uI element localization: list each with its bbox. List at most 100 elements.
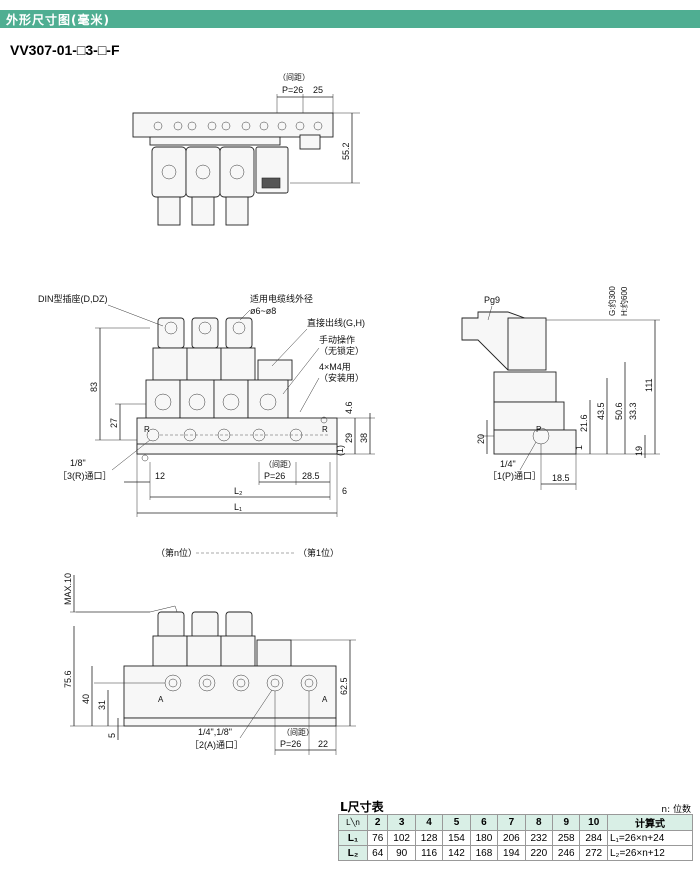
table-cell: 194 bbox=[497, 845, 526, 861]
top-dim-55-2: 55.2 bbox=[341, 142, 351, 160]
l-table-header-cell: 2 bbox=[366, 814, 389, 831]
cable-label: 适用电缆线外径 bbox=[250, 293, 313, 304]
table-row: L₂ 64 90 116 142 168 194 220 246 272 L₂=… bbox=[338, 845, 693, 861]
row-label: L₂ bbox=[338, 845, 368, 861]
front-pitch: P=26 bbox=[264, 471, 285, 481]
l-table-header-cell: 计算式 bbox=[607, 814, 693, 831]
side-port-p-text: ［1(P)通口］ bbox=[488, 471, 541, 481]
pg9-label: Pg9 bbox=[484, 295, 500, 305]
side-dim-43-5: 43.5 bbox=[596, 402, 606, 420]
front-port-size: 1/8" bbox=[70, 458, 86, 468]
side-view: P Pg9 G:约300 H:约600 111 50.6 43.5 33.3 2… bbox=[461, 286, 660, 490]
side-dim-111: 111 bbox=[644, 378, 654, 392]
l-table-corner: L╲n bbox=[338, 814, 368, 831]
side-port-size: 1/4" bbox=[500, 459, 516, 469]
l-table-header-cell: 5 bbox=[442, 814, 471, 831]
bottom-pitch-note: （间距） bbox=[282, 728, 314, 737]
bottom-dim-40: 40 bbox=[81, 694, 91, 704]
formula-cell: L₁=26×n+24 bbox=[607, 830, 693, 846]
front-dim-1: (1) bbox=[335, 445, 345, 456]
row-label: L₁ bbox=[338, 830, 368, 846]
bottom-dim-max10: MAX.10 bbox=[63, 573, 73, 605]
table-cell: 272 bbox=[579, 845, 608, 861]
table-cell: 206 bbox=[497, 830, 526, 846]
corner-n: n bbox=[355, 818, 360, 827]
front-dim-4-6: 4.6 bbox=[344, 401, 354, 414]
bottom-dim-75-6: 75.6 bbox=[63, 670, 73, 688]
manual-sub: （无锁定） bbox=[319, 345, 364, 356]
table-cell: 154 bbox=[442, 830, 471, 846]
table-cell: 90 bbox=[387, 845, 416, 861]
table-cell: 76 bbox=[366, 830, 389, 846]
table-cell: 232 bbox=[524, 830, 554, 846]
l-table-header-cell: 10 bbox=[579, 814, 608, 831]
l-table-title: L尺寸表 bbox=[340, 800, 384, 814]
side-dim-19: 19 bbox=[634, 446, 644, 456]
section-header-bar: 外形尺寸图(毫米) bbox=[0, 10, 700, 28]
side-dim-1: 1 bbox=[574, 445, 584, 450]
bottom-port-a-left: A bbox=[158, 695, 164, 704]
table-cell: 168 bbox=[469, 845, 499, 861]
model-number: VV307-01-□3-□-F bbox=[10, 42, 120, 58]
front-dim-38: 38 bbox=[359, 433, 369, 443]
bottom-dim-22: 22 bbox=[318, 739, 328, 749]
station-1-label: （第1位） bbox=[298, 547, 339, 558]
l-table-header-cell: 4 bbox=[414, 814, 444, 831]
side-dim-21-6: 21.6 bbox=[579, 414, 589, 432]
table-cell: 128 bbox=[414, 830, 444, 846]
top-dim-25: 25 bbox=[313, 85, 323, 95]
side-dim-20: 20 bbox=[476, 434, 486, 444]
table-cell: 220 bbox=[524, 845, 554, 861]
l-table: L╲n 2 3 4 5 6 7 8 9 10 计算式 L₁ 76 102 128… bbox=[338, 814, 693, 861]
front-port-r: R bbox=[144, 425, 150, 434]
l-table-header-row: L╲n 2 3 4 5 6 7 8 9 10 计算式 bbox=[338, 814, 693, 831]
bottom-dim-5: 5 bbox=[107, 733, 117, 738]
front-port-r-text: ［3(R)通口］ bbox=[58, 471, 112, 481]
mount-sub: （安装用） bbox=[319, 372, 364, 383]
bottom-view: （第n位） （第1位） A A bbox=[63, 547, 356, 755]
front-dim-83: 83 bbox=[89, 382, 99, 392]
g-label: G:约300 bbox=[607, 286, 617, 316]
table-cell: 142 bbox=[442, 845, 471, 861]
section-title: 外形尺寸图(毫米) bbox=[6, 13, 110, 27]
side-dim-18-5: 18.5 bbox=[552, 473, 570, 483]
l-table-header-cell: 7 bbox=[497, 814, 526, 831]
l-table-header-cell: 9 bbox=[552, 814, 581, 831]
station-n-label: （第n位） bbox=[156, 547, 197, 558]
table-cell: 116 bbox=[414, 845, 444, 861]
bottom-port-size: 1/4",1/8" bbox=[198, 727, 232, 737]
din-label: DIN型插座(D,DZ) bbox=[38, 293, 108, 304]
l-table-header-cell: 6 bbox=[469, 814, 499, 831]
side-port-p: P bbox=[536, 425, 541, 434]
table-cell: 64 bbox=[366, 845, 389, 861]
mount-label: 4×M4用 bbox=[319, 362, 351, 372]
formula-cell: L₂=26×n+12 bbox=[607, 845, 693, 861]
front-dim-27: 27 bbox=[109, 418, 119, 428]
table-row: L₁ 76 102 128 154 180 206 232 258 284 L₁… bbox=[338, 830, 693, 846]
side-dim-33-3: 33.3 bbox=[628, 402, 638, 420]
front-dim-29: 29 bbox=[344, 433, 354, 443]
l-table-header-cell: 3 bbox=[387, 814, 416, 831]
table-cell: 180 bbox=[469, 830, 499, 846]
front-dim-28-5: 28.5 bbox=[302, 471, 320, 481]
front-dim-l2: L₂ bbox=[234, 486, 243, 496]
bottom-pitch: P=26 bbox=[280, 739, 301, 749]
top-pitch-note: （间距） bbox=[278, 73, 310, 82]
table-cell: 284 bbox=[579, 830, 608, 846]
table-cell: 246 bbox=[552, 845, 581, 861]
front-port-r-right: R bbox=[322, 425, 328, 434]
table-cell: 102 bbox=[387, 830, 416, 846]
bottom-dim-31: 31 bbox=[97, 700, 107, 710]
bottom-port-a-right: A bbox=[322, 695, 328, 704]
top-pitch: P=26 bbox=[282, 85, 303, 95]
side-dim-50-6: 50.6 bbox=[614, 402, 624, 420]
top-screws bbox=[153, 121, 323, 131]
h-label: H:约600 bbox=[619, 286, 629, 316]
top-view: （间距） P=26 25 55.2 bbox=[132, 73, 360, 226]
l-table-header-cell: 8 bbox=[524, 814, 554, 831]
table-cell: 258 bbox=[552, 830, 581, 846]
front-dim-12: 12 bbox=[155, 471, 165, 481]
bottom-dim-62-5: 62.5 bbox=[339, 677, 349, 695]
l-table-unit: n: 位数 bbox=[661, 805, 691, 815]
